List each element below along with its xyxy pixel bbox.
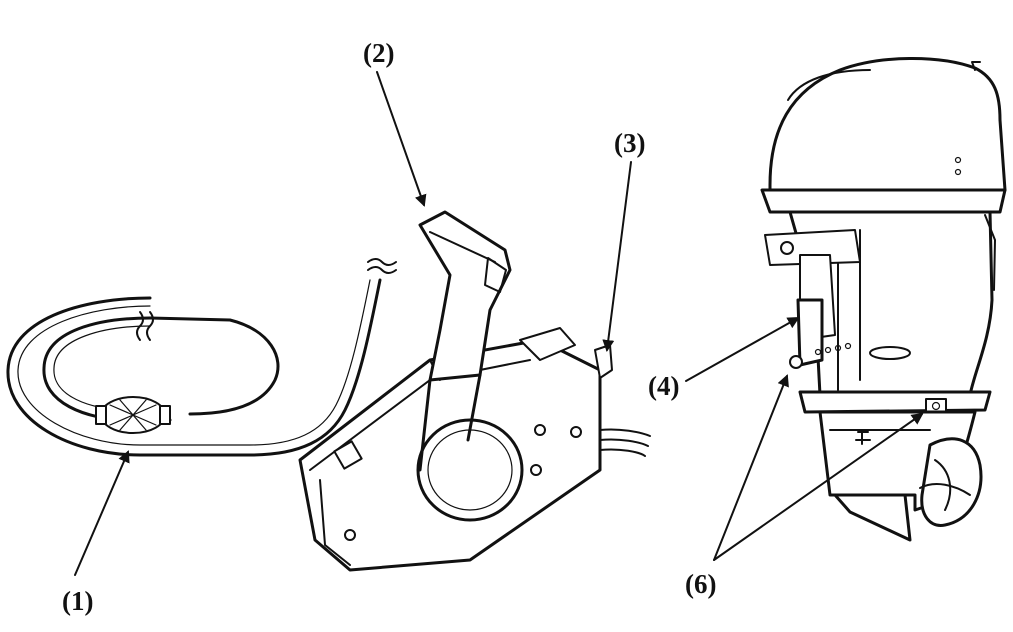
outboard-motor (760, 57, 1007, 542)
callout-label-1: (1) (62, 586, 93, 616)
primer-bulb-icon (95, 396, 171, 434)
callout-label-3: (3) (614, 128, 645, 158)
callout-labels: (1) (2) (3) (4) (6) (62, 38, 716, 616)
callout-label-6: (6) (685, 569, 716, 599)
fuel-hose (6, 258, 397, 457)
propeller-icon (919, 437, 983, 527)
callout-label-2: (2) (363, 38, 394, 68)
remote-control-box (298, 210, 651, 572)
leader-arrows (74, 71, 924, 576)
transom-bracket (789, 298, 852, 369)
callout-label-4: (4) (648, 371, 679, 401)
